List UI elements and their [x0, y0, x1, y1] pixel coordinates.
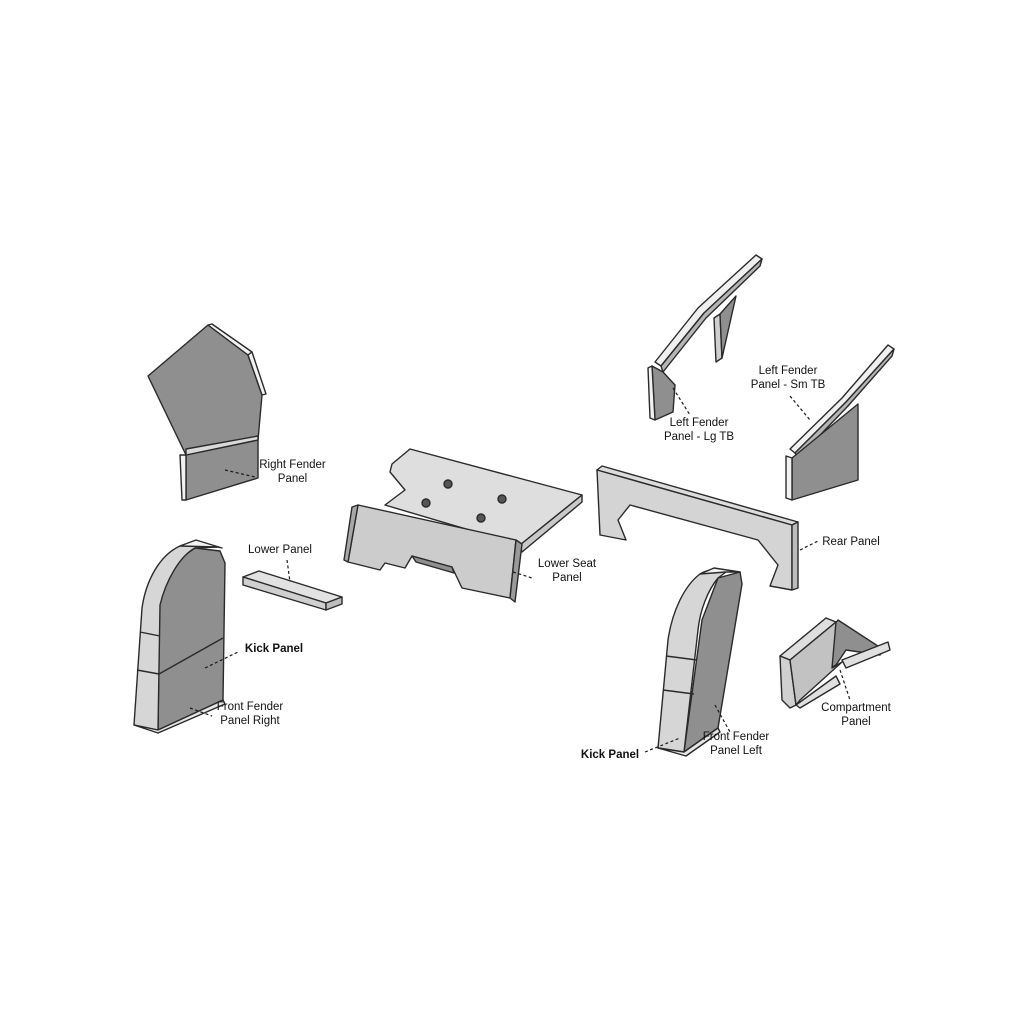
left-fender-panel-lg-tb-part — [647, 254, 763, 421]
leader-left-fender-sm — [789, 395, 811, 421]
leader-lower-panel — [286, 559, 291, 583]
leader-lines — [189, 387, 851, 753]
leader-compartment — [839, 669, 851, 701]
kick-panel-left-label: Kick Panel — [580, 749, 640, 761]
right-fender-panel-part — [147, 323, 267, 501]
leader-front-fender-right — [189, 707, 213, 717]
lower-panel-part — [242, 570, 343, 611]
lower-seat-panel-part — [343, 448, 583, 603]
leader-left-fender-lg — [672, 387, 691, 416]
lower-panel-label: Lower Panel — [248, 544, 312, 556]
compartment-panel-part — [779, 617, 891, 709]
kick-panel-right-label: Kick Panel — [244, 643, 304, 655]
rear-panel-part — [596, 465, 799, 591]
left-fender-panel-sm-tb-part — [785, 344, 895, 501]
leader-kick-panel-left — [644, 737, 681, 753]
leader-rear-panel — [799, 540, 819, 551]
front-fender-panel-left-part — [657, 567, 743, 757]
leader-kick-panel-right — [204, 651, 239, 669]
rear-panel-label: Rear Panel — [822, 536, 880, 548]
leader-lower-seat — [512, 571, 533, 579]
front-fender-panel-right-part — [133, 539, 226, 734]
